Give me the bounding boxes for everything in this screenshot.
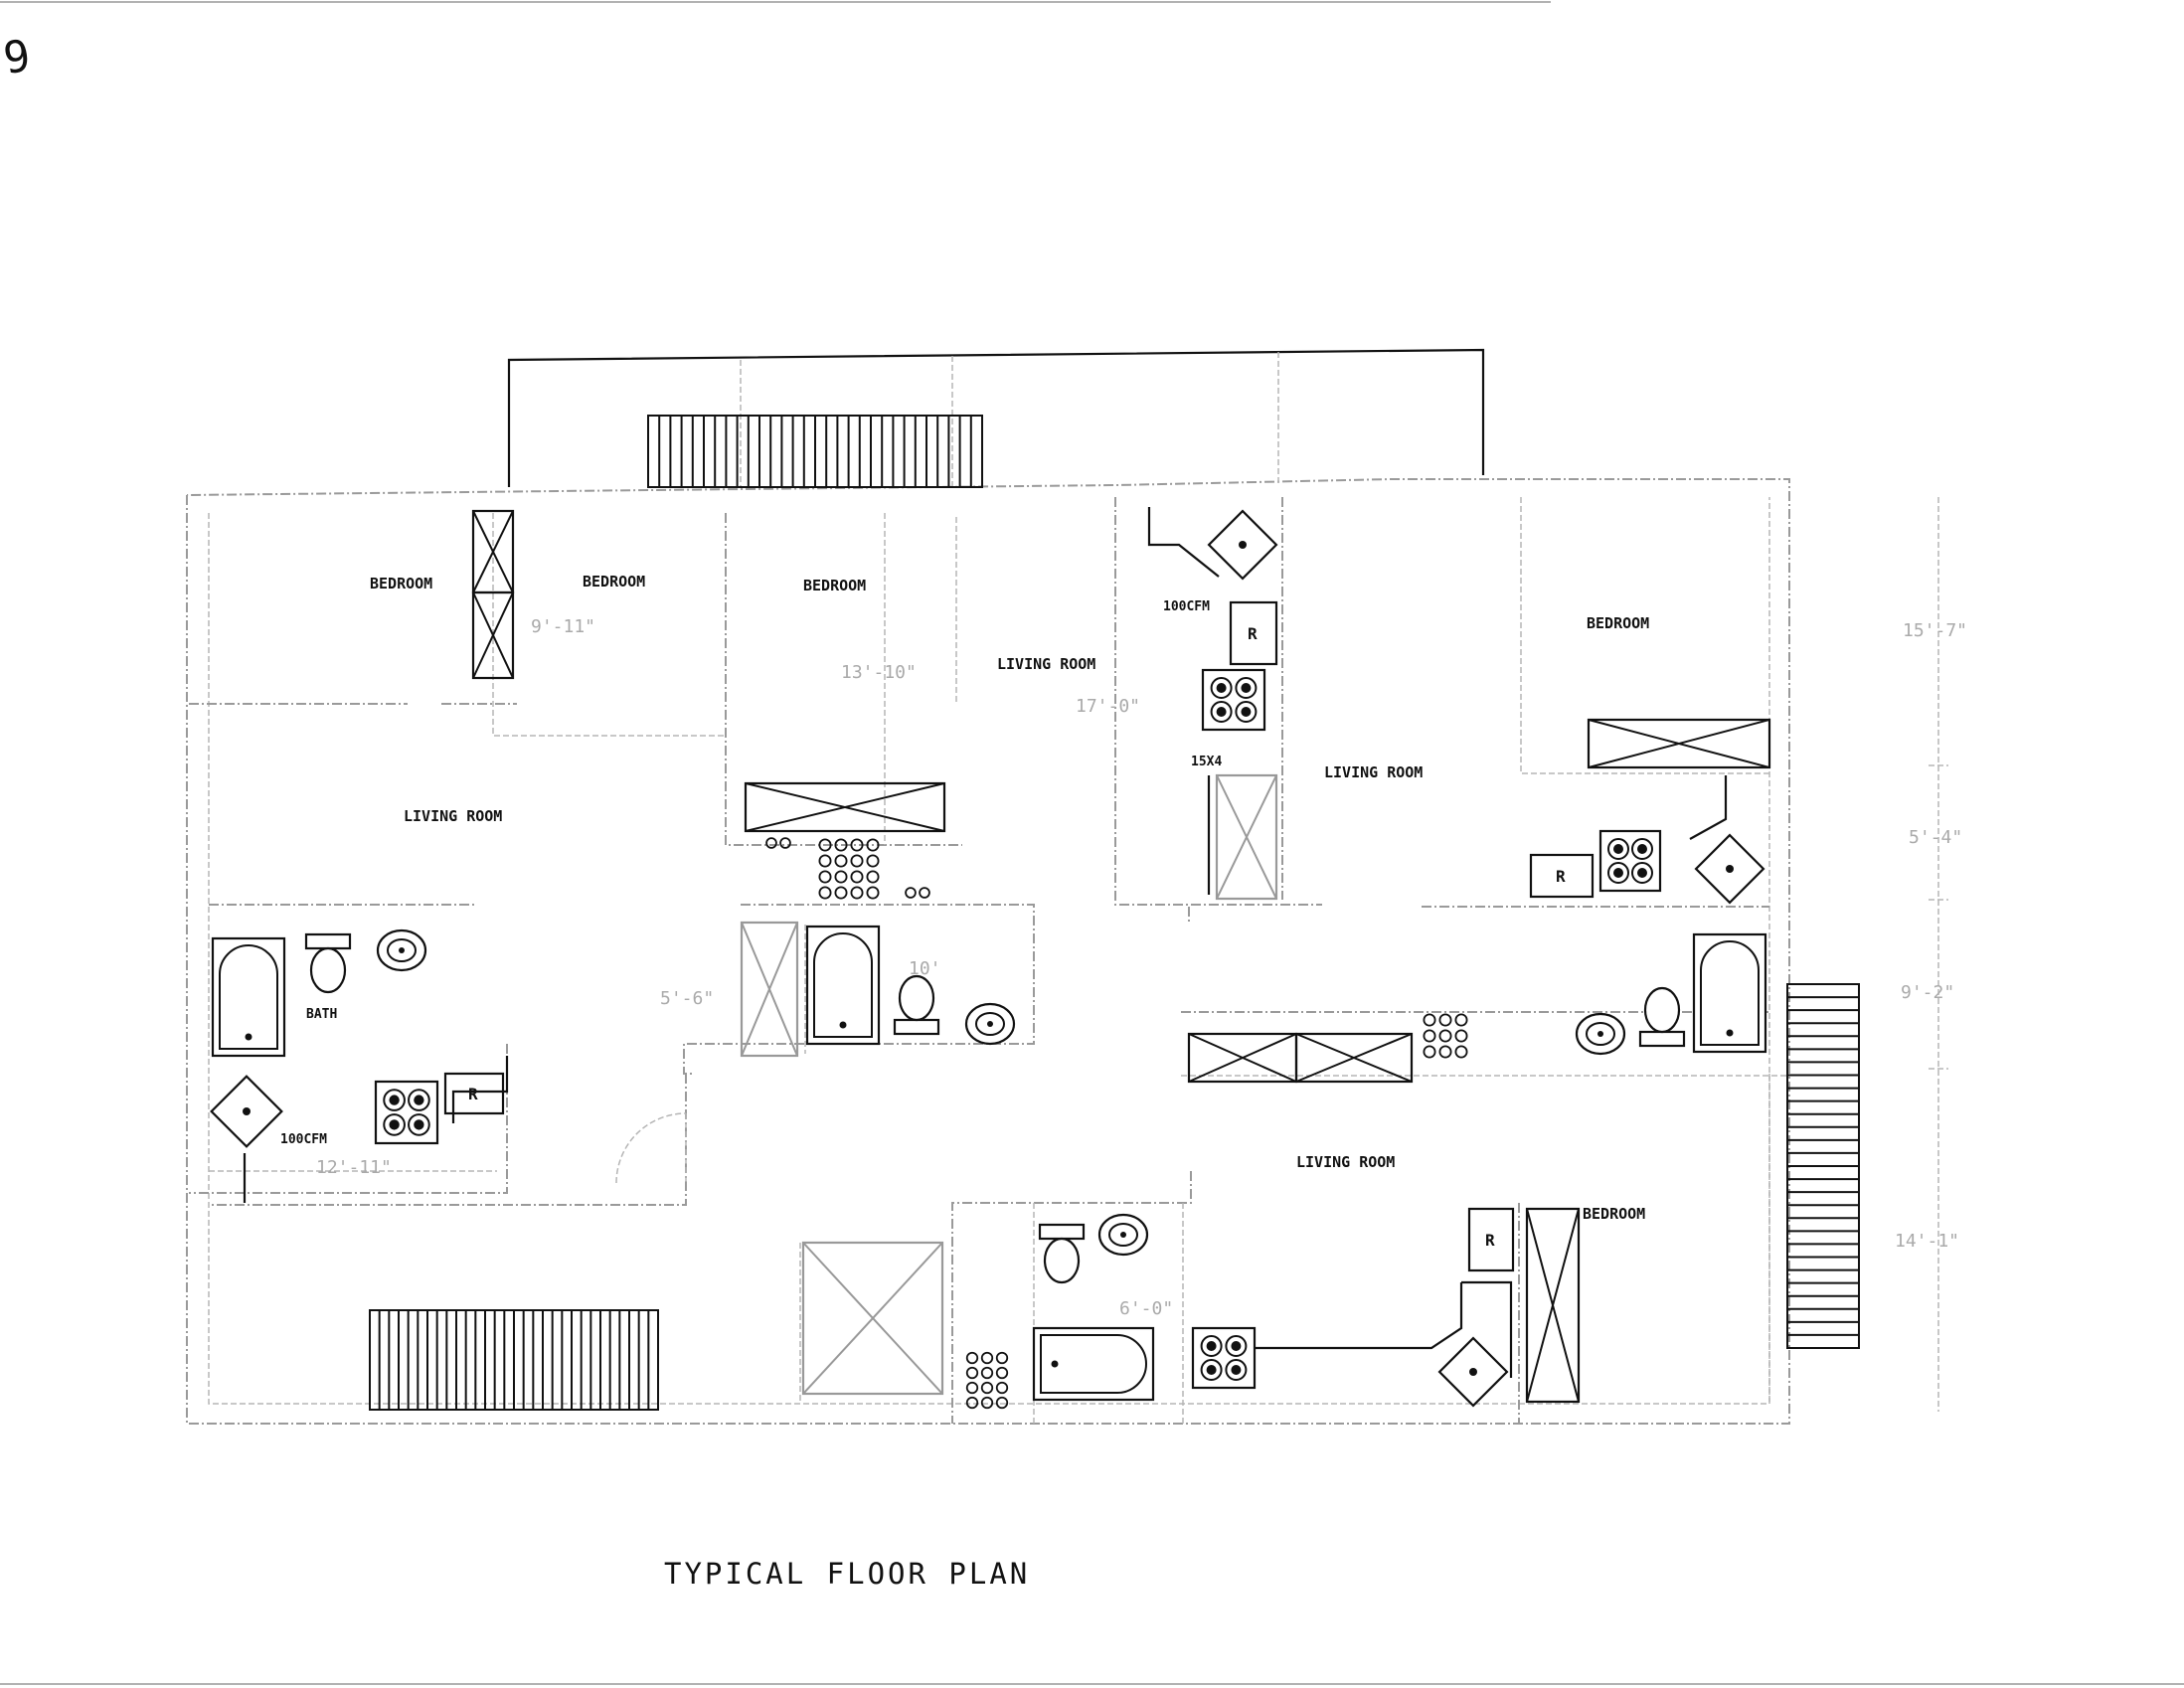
label-bath: BATH: [306, 1007, 337, 1022]
lavatory: [964, 1002, 1016, 1046]
refrigerators: R R R R: [443, 600, 1595, 1272]
stair-treads: [1786, 983, 1860, 1349]
closet: [1525, 1207, 1581, 1404]
lavatory: [376, 928, 427, 972]
label-exhaust-fan-1: 100CFM: [1163, 599, 1210, 614]
lavatories: [376, 928, 1626, 1257]
burner-grid: [1423, 1013, 1468, 1059]
dim-7: 6'-0": [1119, 1298, 1173, 1319]
east-stair: [1786, 983, 1860, 1349]
stove: [1598, 829, 1662, 893]
dim-8: 15'-7": [1903, 620, 1967, 641]
dim-5: 10': [909, 958, 941, 979]
label-closet-size: 15X4: [1191, 755, 1222, 769]
burner-grid: [765, 837, 791, 849]
plan-title: TYPICAL FLOOR PLAN: [664, 1557, 1030, 1591]
outer-walls: [186, 348, 1790, 1425]
dim-10: 9'-2": [1901, 982, 1954, 1003]
dimension-texts: 9'-11" 13'-10" 17'-0" 5'-6" 10' 12'-11" …: [316, 616, 1967, 1319]
dim-3: 17'-0": [1076, 696, 1140, 717]
north-balcony: [507, 348, 1485, 487]
closet: [1294, 1032, 1414, 1084]
toilet: [304, 932, 352, 994]
corner-sink: [210, 1075, 283, 1148]
closet: [744, 781, 946, 833]
refrigerator-label: R: [468, 1085, 478, 1103]
label-living-room-2: LIVING ROOM: [1324, 763, 1423, 781]
dim-2: 13'-10": [841, 662, 917, 683]
toilet: [1038, 1223, 1086, 1284]
corner-sink: [1694, 833, 1765, 905]
closet: [471, 591, 515, 680]
dim-4: 5'-6": [660, 988, 714, 1009]
kitchen-counters: [243, 507, 1728, 1378]
refrigerator: R: [1467, 1207, 1515, 1272]
closet: [801, 1241, 944, 1396]
toilet: [893, 974, 940, 1036]
label-exhaust-fan-2: 100CFM: [280, 1132, 327, 1147]
corner-sink: [1207, 509, 1278, 581]
label-living-room-3: LIVING ROOM: [404, 807, 502, 825]
refrigerator-label: R: [1248, 624, 1258, 643]
label-bedroom-5: BEDROOM: [1583, 1205, 1645, 1223]
closet: [740, 921, 799, 1058]
dim-11: 14'-1": [1895, 1231, 1959, 1252]
label-living-room-4: LIVING ROOM: [1296, 1153, 1395, 1171]
refrigerator: R: [443, 1072, 505, 1115]
dim-6: 12'-11": [316, 1157, 392, 1178]
dimension-lines: [1929, 497, 1948, 1412]
stair-treads: [369, 1309, 659, 1411]
burner-grid: [818, 838, 880, 900]
label-bedroom-4: BEDROOM: [1587, 614, 1649, 632]
label-living-room-1: LIVING ROOM: [997, 655, 1095, 673]
label-bedroom-1: BEDROOM: [370, 575, 432, 592]
bathtub: [1032, 1326, 1155, 1402]
closet: [1187, 1032, 1298, 1084]
label-bedroom-3: BEDROOM: [803, 577, 866, 594]
bathtub: [211, 936, 286, 1058]
lavatory: [1097, 1213, 1149, 1257]
refrigerator: R: [1229, 600, 1278, 666]
page-number: 9: [0, 30, 36, 84]
bathtub: [1692, 932, 1767, 1054]
dim-9: 5'-4": [1909, 827, 1962, 848]
stoves: [374, 668, 1662, 1410]
closet: [1587, 718, 1771, 769]
stove: [374, 1080, 439, 1145]
toilet: [1638, 986, 1686, 1048]
south-stair: [369, 1309, 659, 1411]
burner-grid: [965, 1351, 1009, 1410]
bathtubs: [211, 925, 1767, 1402]
bathtub: [805, 925, 881, 1046]
corner-sink: [1437, 1336, 1509, 1408]
room-labels: BEDROOM BEDROOM BEDROOM LIVING ROOM BEDR…: [280, 573, 1649, 1223]
stair-treads: [647, 415, 983, 488]
closet: [1215, 773, 1278, 901]
stove: [1191, 1326, 1257, 1390]
stove: [1201, 668, 1266, 732]
north-stair: [647, 415, 983, 488]
interior-walls: [189, 497, 1789, 1424]
kitchen-sinks: [210, 509, 1765, 1408]
closets: [471, 509, 1771, 1404]
lavatory: [1575, 1012, 1626, 1056]
dim-1: 9'-11": [531, 616, 595, 637]
refrigerator: R: [1529, 853, 1595, 899]
refrigerator-label: R: [1556, 867, 1566, 886]
refrigerator-label: R: [1485, 1231, 1495, 1250]
label-bedroom-2: BEDROOM: [583, 573, 645, 591]
toilets: [304, 932, 1686, 1284]
burner-grid: [905, 887, 930, 899]
